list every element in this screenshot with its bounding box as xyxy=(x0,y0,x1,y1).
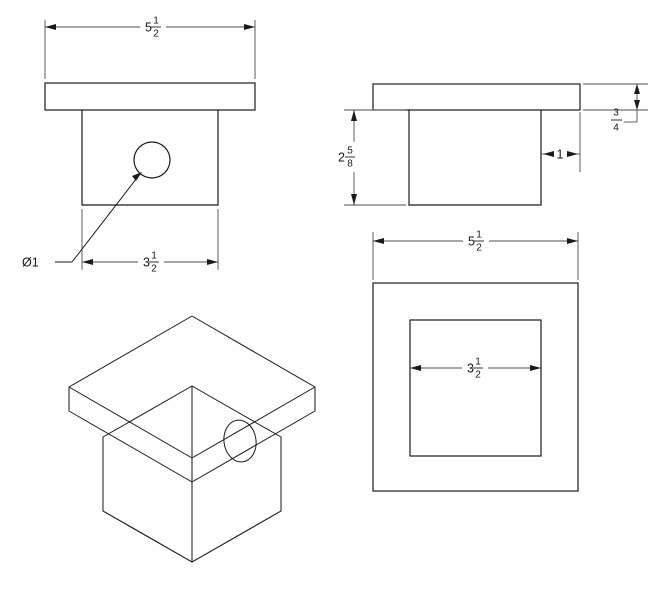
front-width-arrow-left xyxy=(45,24,56,30)
isometric-view xyxy=(68,315,316,563)
front-body-arrow-right xyxy=(207,259,218,265)
iso-through-hole-ellipse xyxy=(223,419,257,463)
side-overhang-dimension: 1 xyxy=(541,112,581,172)
front-width-value-denominator: 2 xyxy=(153,29,159,40)
front-body-value-denominator: 2 xyxy=(151,264,157,275)
hole-diameter-callout: Ø1 xyxy=(22,172,142,269)
diameter-leader-line xyxy=(71,173,141,263)
hole-diameter-label: Ø1 xyxy=(22,255,39,269)
iso-flange-left-face xyxy=(68,386,193,483)
front-body-width-dimension: 3 1 2 xyxy=(81,209,219,275)
front-body-value-whole: 3 xyxy=(143,255,150,269)
front-width-value-numerator: 1 xyxy=(153,16,159,27)
front-width-value-whole: 5 xyxy=(145,20,152,34)
side-overhang-arrow-right xyxy=(567,151,578,157)
top-outer-arrow-right xyxy=(567,238,578,244)
iso-boss-top-left-edge xyxy=(102,385,193,438)
top-outer-square xyxy=(372,282,579,492)
top-outer-width-dimension: 5 1 2 xyxy=(372,230,579,280)
side-height-value-whole: 2 xyxy=(338,150,345,164)
side-height-value-denominator: 8 xyxy=(347,159,353,170)
side-height-value-numerator: 5 xyxy=(347,146,353,157)
front-hole-circle xyxy=(133,141,171,179)
front-flange-outline xyxy=(44,82,256,111)
iso-boss-top-right-edge xyxy=(191,385,282,438)
side-height-arrow-top xyxy=(351,110,357,121)
diameter-leader-arrow xyxy=(132,172,142,181)
front-width-dimension: 5 1 2 xyxy=(44,16,256,79)
top-outer-value-denominator: 2 xyxy=(476,243,482,254)
iso-boss-bottom-face xyxy=(102,510,282,563)
top-inner-arrow-right xyxy=(530,365,541,371)
top-outer-value-whole: 5 xyxy=(468,234,475,248)
top-inner-arrow-left xyxy=(410,365,421,371)
side-height-arrow-bottom xyxy=(351,194,357,205)
side-thickness-value-denominator: 4 xyxy=(613,123,619,134)
side-flange-outline xyxy=(372,83,581,111)
front-width-arrow-right xyxy=(244,24,255,30)
side-thickness-arrow-top xyxy=(634,84,640,94)
top-outer-arrow-left xyxy=(373,238,384,244)
top-inner-value-denominator: 2 xyxy=(475,370,481,381)
side-height-dimension: 2 5 8 xyxy=(338,109,406,206)
iso-flange-right-face xyxy=(191,386,316,483)
side-overhang-arrow-left xyxy=(543,151,554,157)
side-thickness-value-numerator: 3 xyxy=(613,108,619,119)
top-inner-value-numerator: 1 xyxy=(475,357,481,368)
top-outer-value-numerator: 1 xyxy=(476,230,482,241)
side-body-outline xyxy=(408,109,542,206)
front-body-outline xyxy=(81,109,219,206)
front-body-value-numerator: 1 xyxy=(151,251,157,262)
top-view: 5 1 2 3 1 2 xyxy=(372,230,579,492)
front-body-arrow-left xyxy=(82,259,93,265)
front-view: 5 1 2 3 1 2 xyxy=(22,16,256,275)
side-flange-thickness-dimension: 3 4 xyxy=(583,83,648,134)
top-inner-square xyxy=(409,319,542,457)
side-thickness-arrow-bottom xyxy=(634,100,640,110)
top-inner-value-whole: 3 xyxy=(467,361,474,375)
top-inner-width-dimension: 3 1 2 xyxy=(410,357,541,381)
side-overhang-value: 1 xyxy=(557,147,564,161)
side-view: 2 5 8 3 4 xyxy=(338,83,648,206)
